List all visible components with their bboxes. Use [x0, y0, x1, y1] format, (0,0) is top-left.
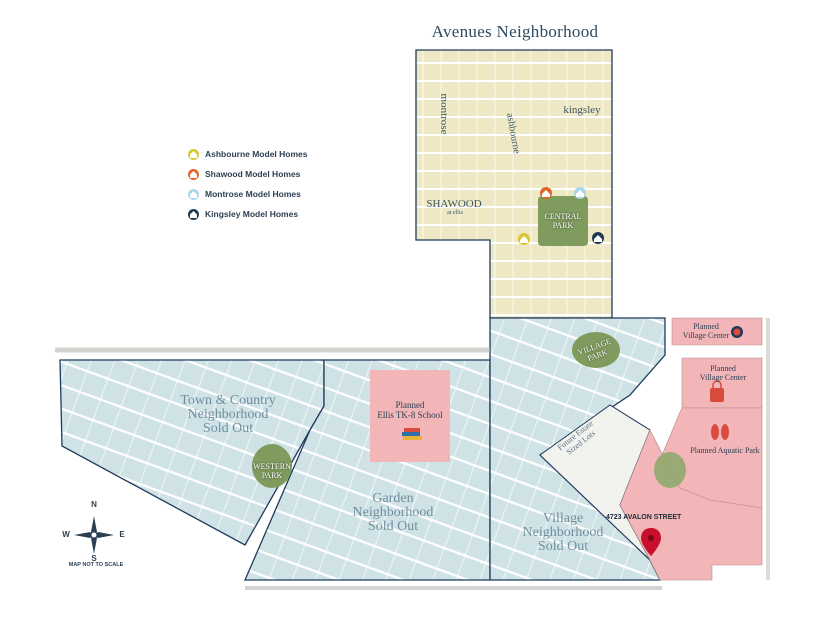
village-center-2-label: Planned Village Center	[688, 364, 758, 382]
shawood-marker-icon[interactable]	[540, 187, 552, 199]
legend-label: Ashbourne Model Homes	[205, 149, 308, 159]
street-label-kingsley: kingsley	[563, 104, 601, 116]
legend-item-shawood: Shawood Model Homes	[188, 164, 307, 184]
street-label-shawood-sub: at ellis	[447, 210, 463, 216]
school-line: Planned	[395, 400, 425, 410]
compass-rose-icon	[74, 516, 114, 554]
house-icon	[188, 208, 199, 220]
kingsley-marker-icon[interactable]	[592, 232, 604, 244]
legend-item-montrose: Montrose Model Homes	[188, 184, 307, 204]
flip-flops-icon	[711, 424, 729, 440]
address-label: 4723 AVALON STREET	[606, 514, 682, 521]
house-icon	[188, 168, 199, 180]
hood-line: Neighborhood	[352, 505, 434, 520]
hood-line: Town & Country	[180, 393, 276, 408]
village-center-1-label: Planned Village Center	[676, 322, 736, 340]
town-country-label: Town & Country Neighborhood Sold Out	[148, 394, 308, 436]
central-park	[538, 196, 588, 246]
legend-label: Montrose Model Homes	[205, 189, 301, 199]
central-park-label: CENTRAL PARK	[544, 212, 582, 230]
legend-item-kingsley: Kingsley Model Homes	[188, 204, 307, 224]
hood-line: Village	[542, 511, 584, 526]
school-books-icon	[402, 428, 422, 440]
hood-line: Neighborhood	[187, 407, 269, 422]
aquatic-park-label: Planned Aquatic Park	[690, 446, 760, 455]
vc-line: Village Center	[682, 331, 730, 340]
compass-s: S	[91, 554, 97, 563]
house-icon	[188, 148, 199, 160]
village-center-top	[671, 317, 763, 346]
aquatic-park-green	[654, 452, 686, 488]
school-area	[370, 370, 450, 462]
hood-line: Sold Out	[202, 421, 254, 436]
compass-e: E	[119, 530, 125, 539]
street-label-montrose: montrose	[438, 93, 450, 135]
scale-note: MAP NOT TO SCALE	[68, 562, 124, 568]
legend-label: Shawood Model Homes	[205, 169, 301, 179]
school-label: Planned Ellis TK-8 School	[370, 400, 450, 420]
vc-line: Village Center	[699, 373, 747, 382]
hood-line: Garden	[372, 491, 414, 506]
vc-line: Planned	[693, 322, 719, 331]
ashbourne-marker-icon[interactable]	[518, 233, 530, 245]
vc-line: Planned	[710, 364, 736, 373]
village-park	[572, 332, 620, 368]
hood-line: Sold Out	[537, 539, 589, 554]
compass-n: N	[91, 500, 97, 509]
legend: Ashbourne Model Homes Shawood Model Home…	[188, 144, 307, 224]
map-title: Avenues Neighborhood	[431, 22, 599, 41]
hood-line: Neighborhood	[522, 525, 604, 540]
compass-w: W	[62, 530, 70, 539]
western-park	[252, 444, 292, 488]
village-label: Village Neighborhood Sold Out	[488, 512, 638, 554]
shopping-bag-icon	[710, 380, 724, 402]
coffee-cup-icon	[731, 326, 743, 338]
garden-label: Garden Neighborhood Sold Out	[318, 492, 468, 534]
hood-line: Sold Out	[367, 519, 419, 534]
street-label-shawood: SHAWOOD	[426, 198, 482, 210]
legend-label: Kingsley Model Homes	[205, 209, 299, 219]
legend-item-ashbourne: Ashbourne Model Homes	[188, 144, 307, 164]
western-park-label: WESTERN PARK	[253, 462, 291, 480]
compass: N S W E	[62, 500, 124, 565]
montrose-marker-icon[interactable]	[574, 187, 586, 199]
school-line: Ellis TK-8 School	[377, 410, 443, 420]
house-icon	[188, 188, 199, 200]
location-pin-icon[interactable]	[641, 528, 661, 556]
